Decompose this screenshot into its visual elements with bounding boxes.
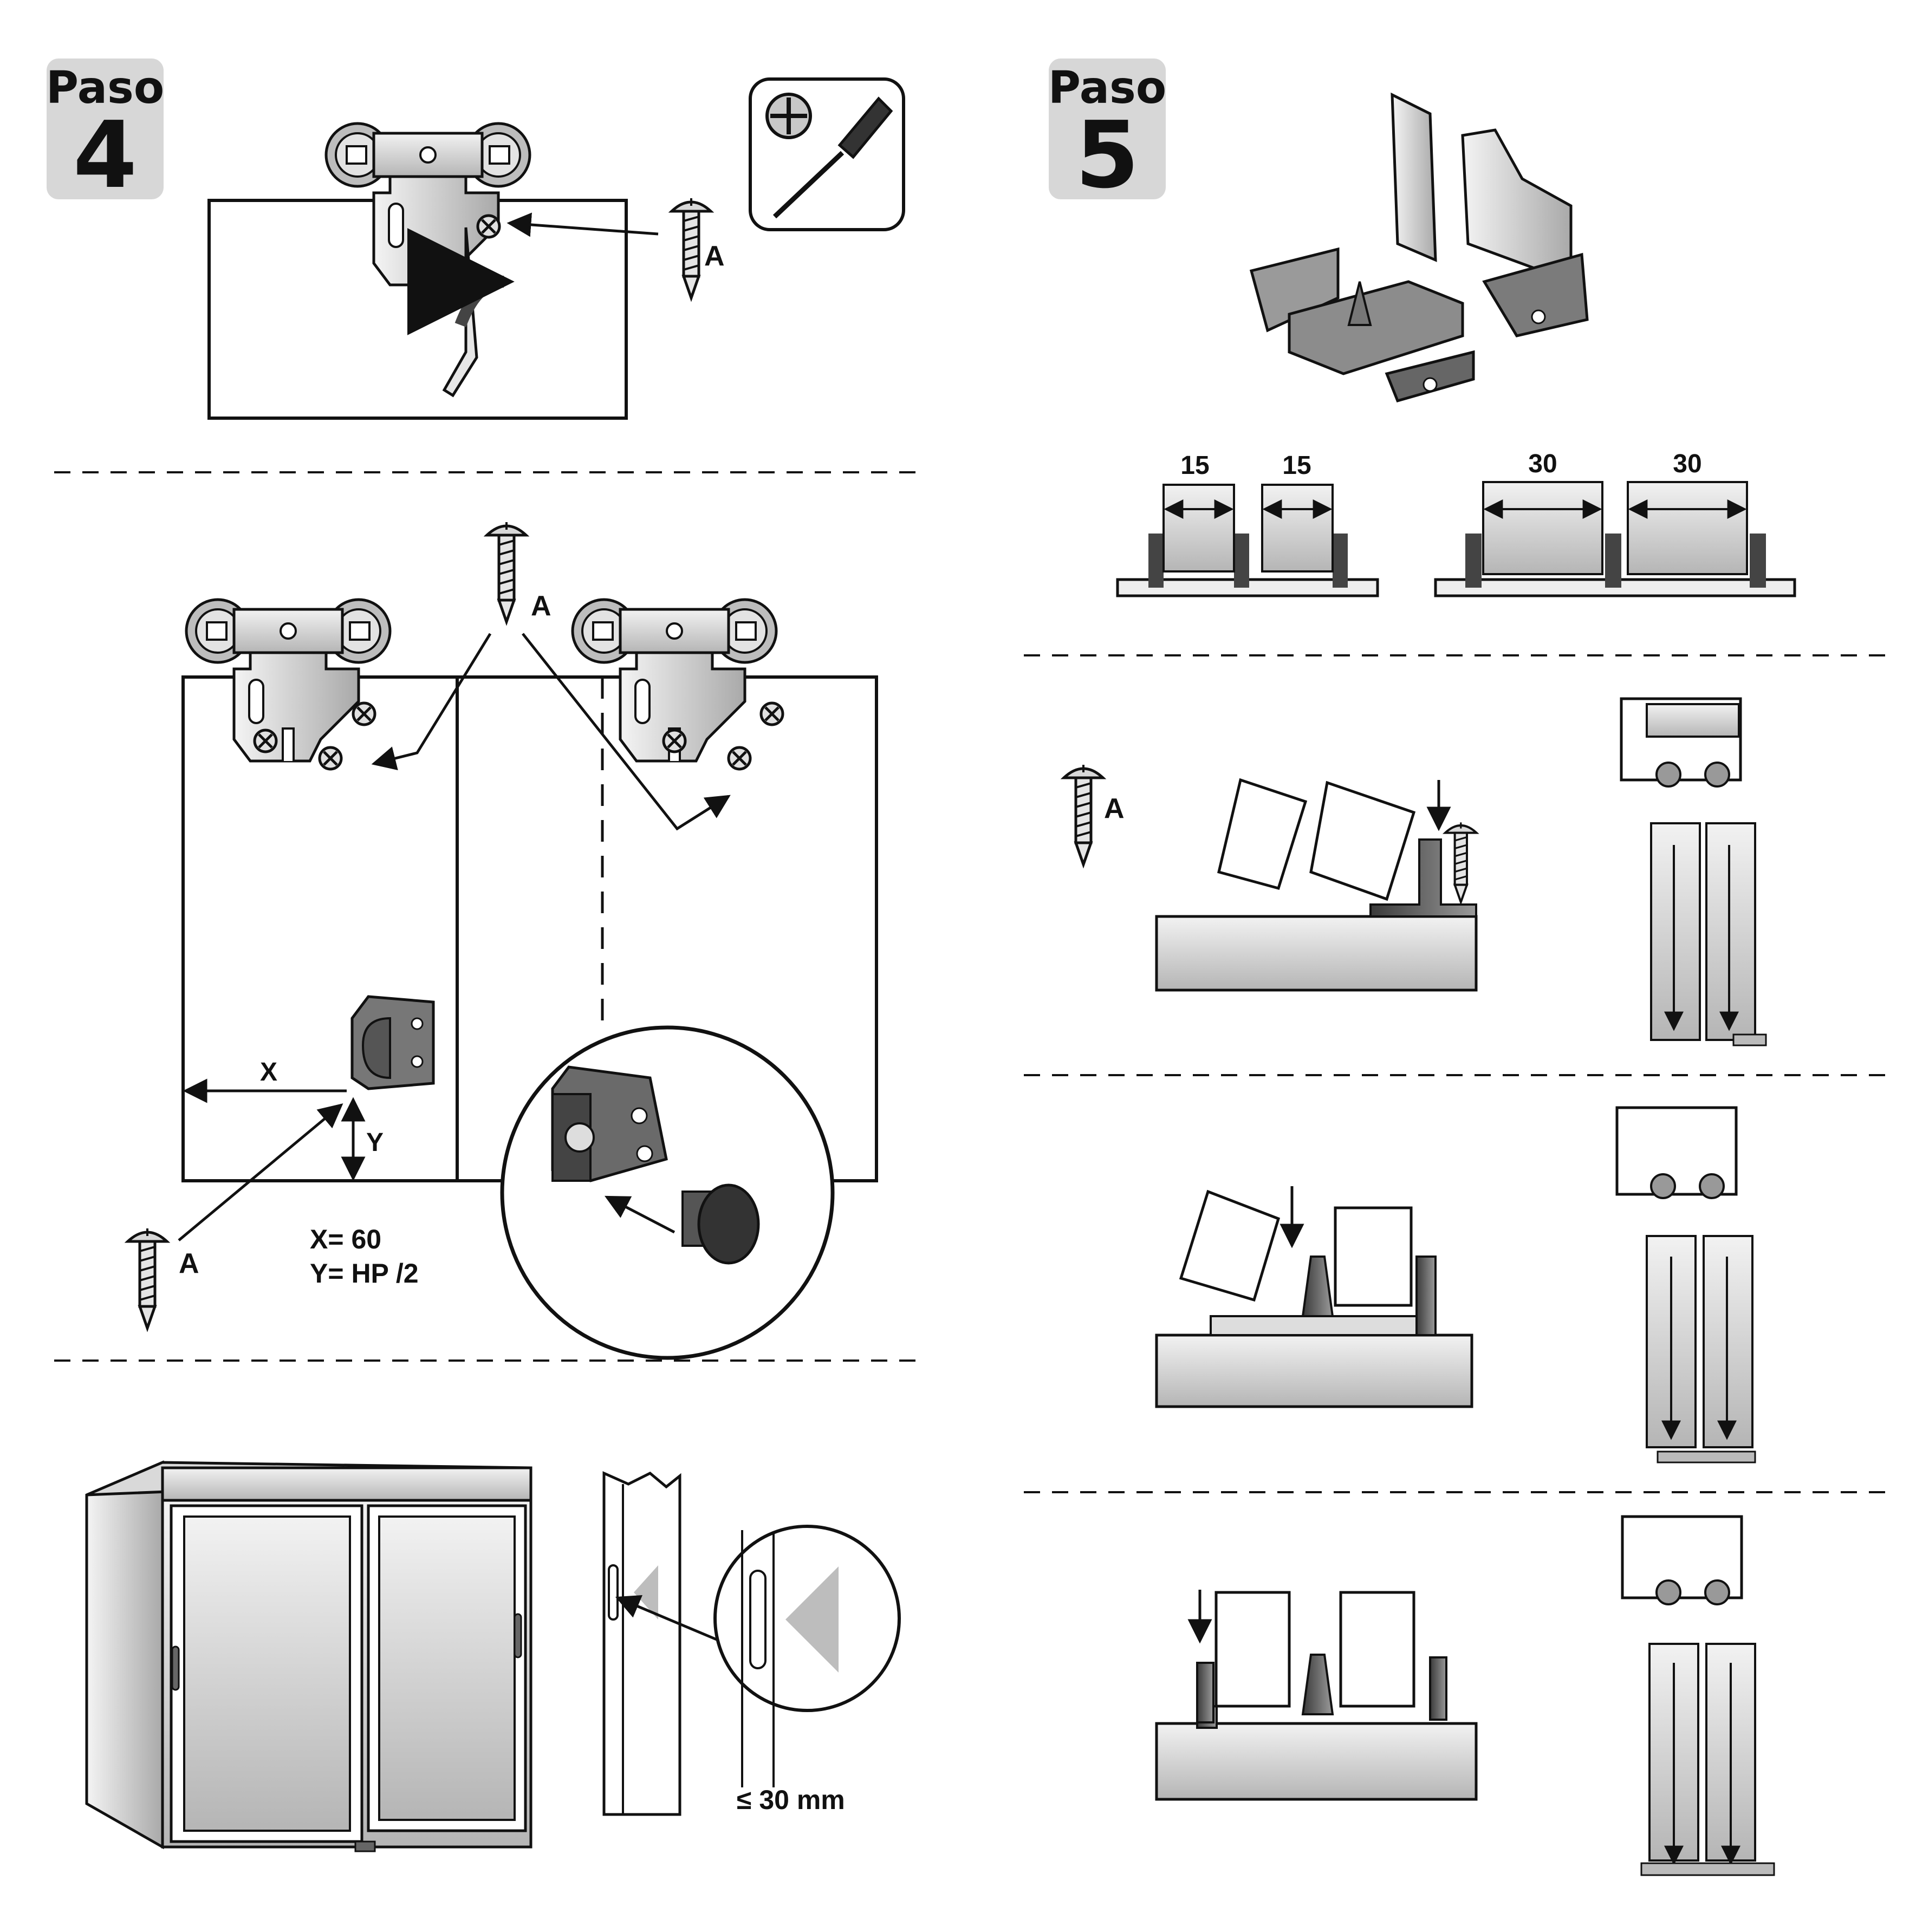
guide-30mm-section: 30 30 <box>1434 450 1796 597</box>
step5-panel: Paso 5 15 15 <box>1024 58 1885 1876</box>
double-door-assembly: A X Y A X= 60 Y= HP /2 <box>128 522 878 1360</box>
step4-badge-word: Paso <box>46 62 164 114</box>
floor-guides-3d <box>1249 92 1589 403</box>
step5-badge-number: 5 <box>1075 102 1139 209</box>
step5-badge-word: Paso <box>1048 62 1166 114</box>
formula-y: Y= HP /2 <box>310 1258 419 1289</box>
door-edge-detail: ≤ 30 mm <box>602 1471 901 1816</box>
screw-icon <box>1064 765 1103 864</box>
dimension-30-left: 30 <box>1528 450 1557 478</box>
formula-x: X= 60 <box>310 1224 381 1254</box>
phillips-screwdriver-icon <box>749 77 905 231</box>
stopper-detail-zoom <box>500 1025 835 1360</box>
step4-panel: Paso 4 A <box>46 58 915 1852</box>
y-dimension-label: Y <box>366 1128 384 1157</box>
x-dimension-label: X <box>260 1058 277 1087</box>
dimension-15-left: 15 <box>1180 451 1209 480</box>
step5-badge: Paso 5 <box>1048 58 1166 209</box>
top-door-with-hanger: A <box>207 123 725 420</box>
wardrobe-illustration <box>85 1460 532 1852</box>
step5-screw-label: A <box>1104 793 1125 824</box>
screw-icon <box>487 522 526 622</box>
dimension-30-right: 30 <box>1673 450 1701 478</box>
step4-badge: Paso 4 <box>46 58 164 209</box>
screw-icon <box>128 1228 167 1328</box>
step4-screw-label-top: A <box>704 240 725 272</box>
step4-screw-label-bottom: A <box>179 1248 199 1279</box>
floor-guide-stopper <box>350 995 435 1090</box>
install-variant-3 <box>1155 1515 1775 1876</box>
guide-15mm-section: 15 15 <box>1116 451 1379 597</box>
gap-dimension-label: ≤ 30 mm <box>737 1785 845 1815</box>
dimension-15-right: 15 <box>1282 451 1311 480</box>
step4-badge-number: 4 <box>73 102 137 209</box>
install-variant-2 <box>1155 1106 1756 1463</box>
install-variant-1: A <box>1064 697 1767 1046</box>
step4-screw-label-mid: A <box>531 590 551 622</box>
